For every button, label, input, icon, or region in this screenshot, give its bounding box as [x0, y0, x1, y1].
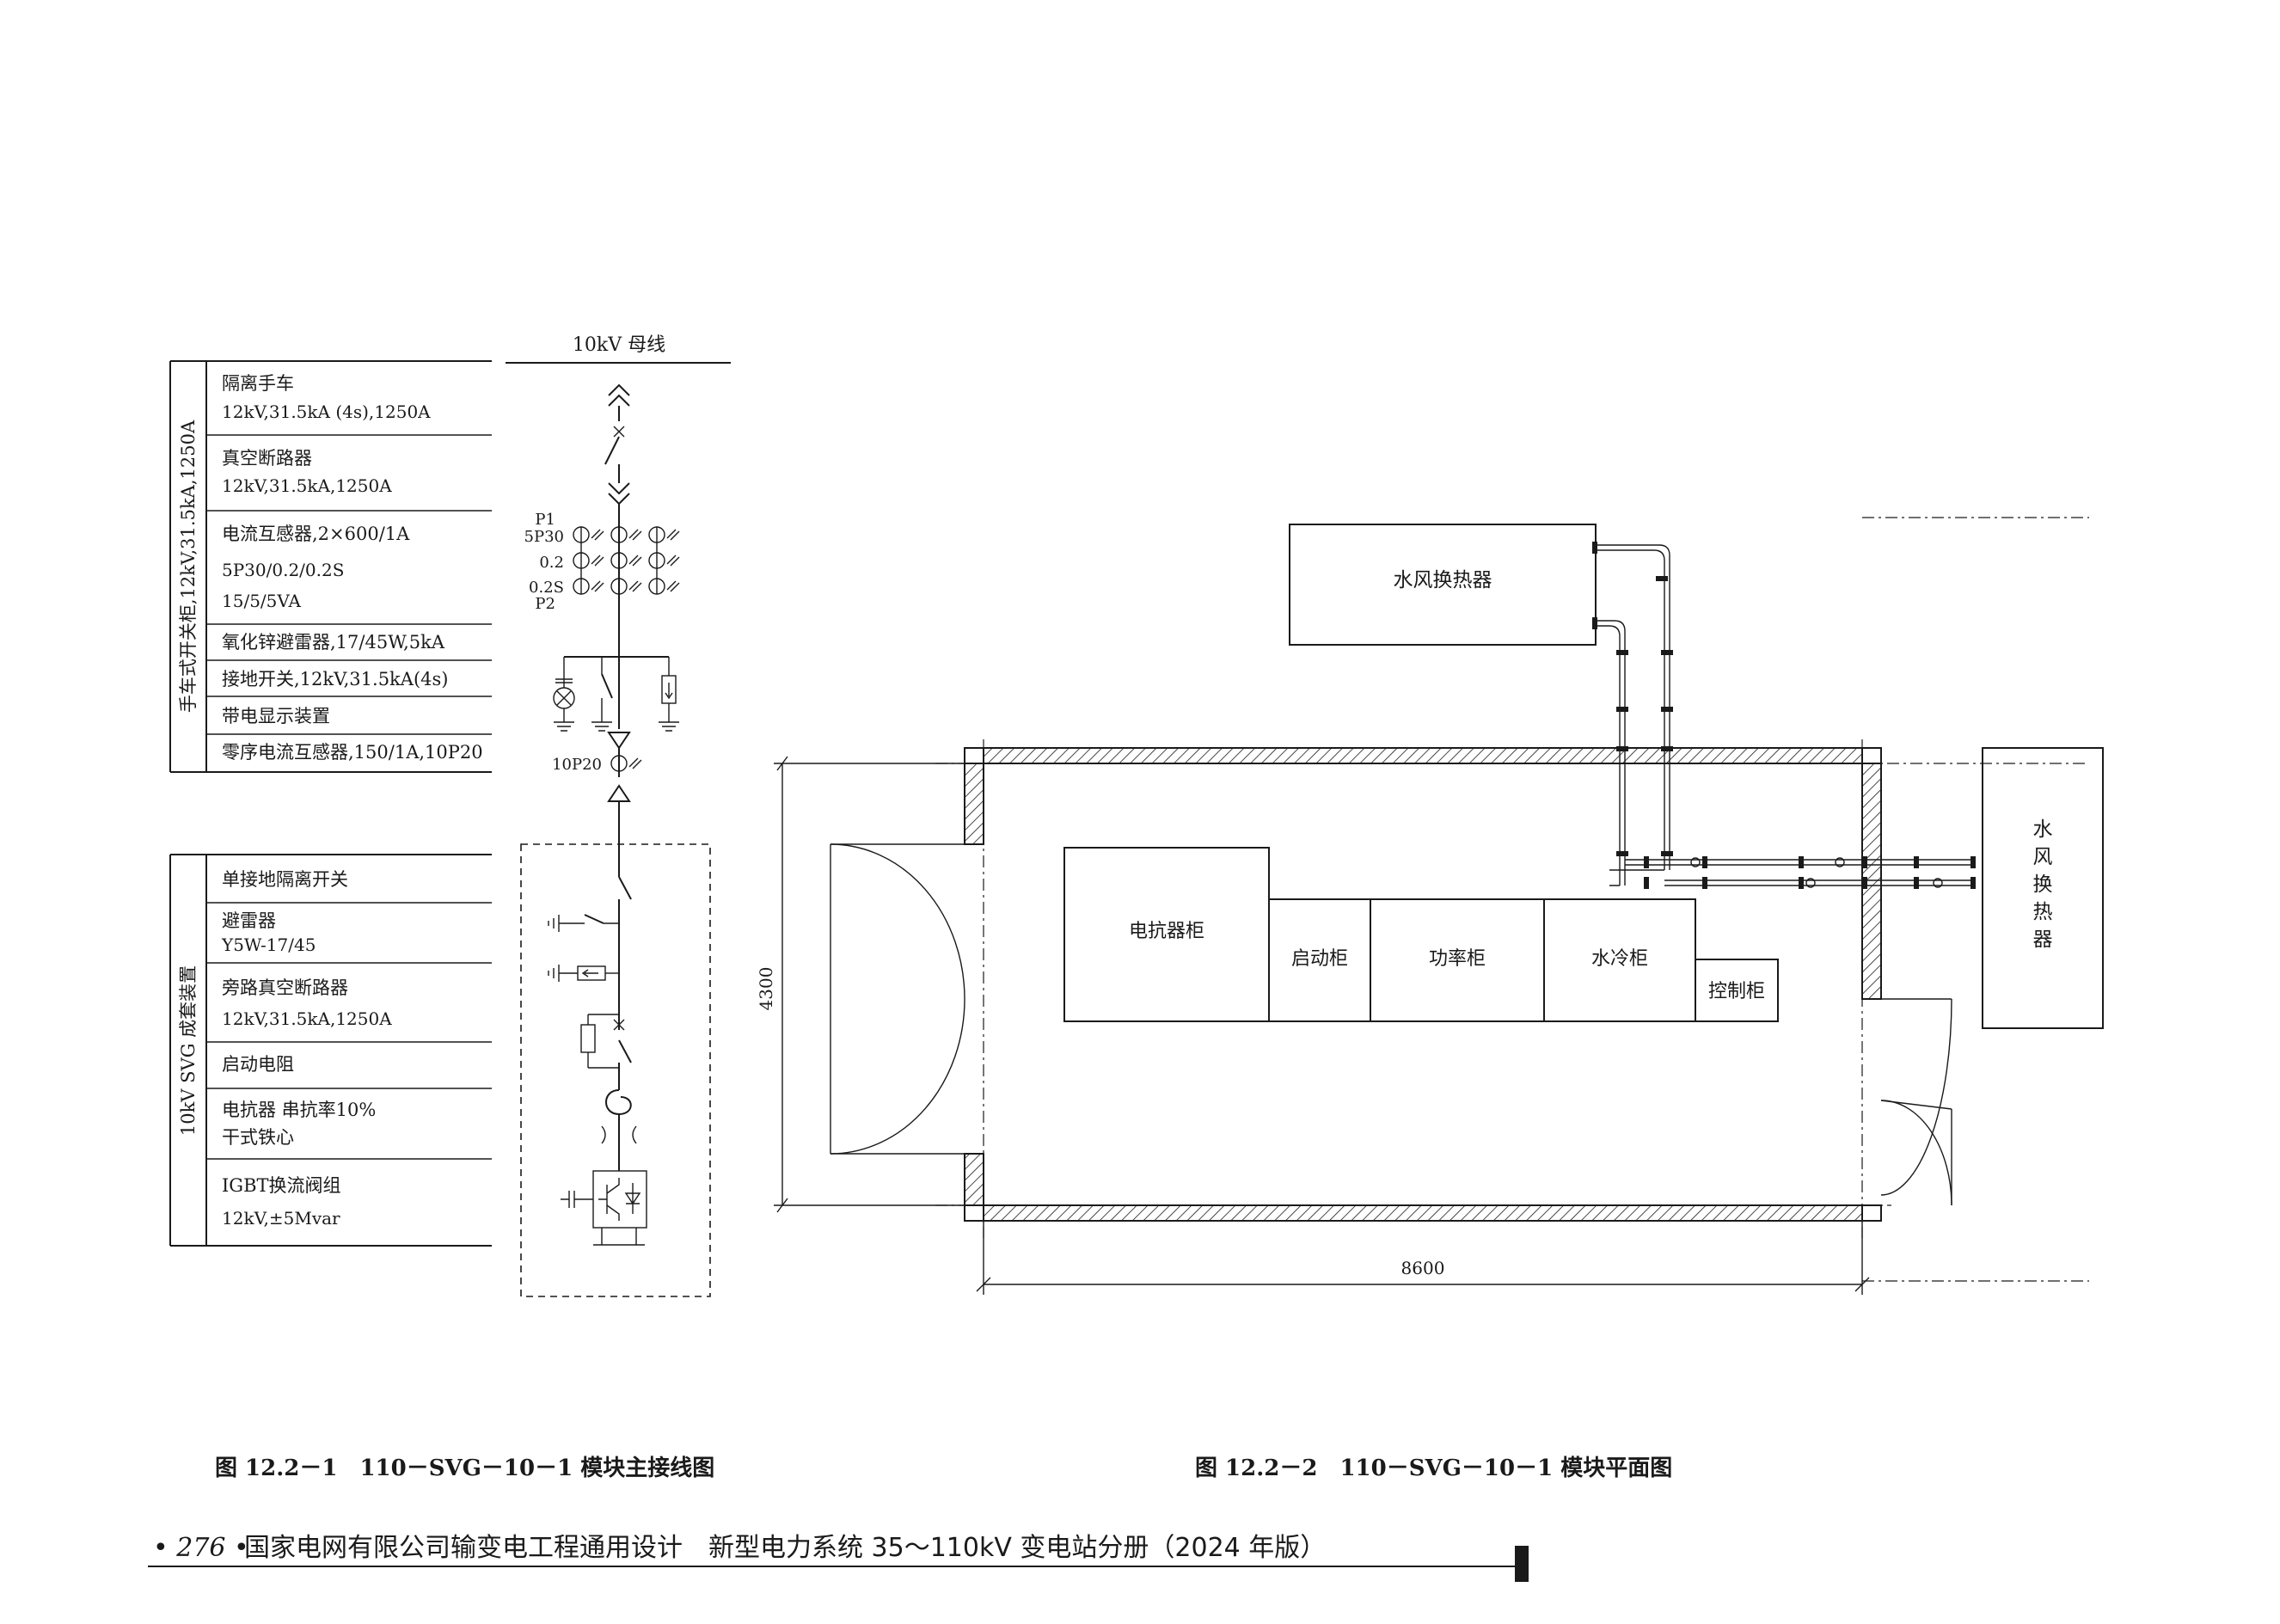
row1-2-l1: 真空断路器: [222, 448, 312, 469]
bus-label: 10kV 母线: [573, 334, 665, 356]
heat-exchanger-top-label: 水风换热器: [1394, 569, 1492, 591]
row1-1-l2: 12kV,31.5kA (4s),1250A: [222, 401, 431, 422]
table-group-1: 手车式开关柜,12kV,31.5kA,1250A 隔离手车 12kV,31.5k…: [169, 360, 492, 773]
cabinet-water-cooling-label: 水冷柜: [1591, 948, 1648, 970]
row1-5-l1: 接地开关,12kV,31.5kA(4s): [222, 669, 448, 689]
plan-view: 水风换热器 水 风 换 热 器: [756, 517, 2104, 1295]
cabinet-reactor-label: 电抗器柜: [1129, 921, 1204, 942]
ct-label-p1: P1: [535, 511, 555, 529]
group1-label: 手车式开关柜,12kV,31.5kA,1250A: [178, 420, 199, 713]
row2-1-l1: 单接地隔离开关: [222, 869, 348, 890]
right-door: [1880, 998, 1952, 1206]
cable-head-top: [607, 732, 631, 750]
zct-label: 10P20: [552, 756, 602, 774]
cabinet-power-label: 功率柜: [1429, 948, 1486, 970]
current-transformer-symbol: [573, 526, 680, 595]
vacuum-breaker-symbol: [604, 436, 620, 465]
cabinet-control: [1695, 959, 1779, 1022]
row1-4-l1: 氧化锌避雷器,17/45W,5kA: [222, 632, 445, 653]
page-number: • 276 •: [153, 1533, 249, 1563]
main-circuit: P1 5P30 0.2 0.2S P2: [520, 383, 711, 1297]
row1-2-l2: 12kV,31.5kA,1250A: [222, 475, 392, 496]
caption-fig1: 图 12.2－1 110－SVG－10－1 模块主接线图: [215, 1455, 714, 1481]
cable-head-bottom: [607, 784, 631, 802]
zero-sequence-ct-symbol: [610, 755, 628, 772]
page-footer: • 276 • 国家电网有限公司输变电工程通用设计 新型电力系统 35～110k…: [148, 1533, 1529, 1582]
row2-6-l1: IGBT换流阀组: [222, 1175, 341, 1196]
ct-label-5p30: 5P30: [524, 528, 564, 546]
row1-1-l1: 隔离手车: [222, 373, 294, 394]
heat-exchanger-right: [1982, 747, 2104, 1029]
dim-width: 8600: [1401, 1258, 1445, 1278]
row1-6-l1: 带电显示装置: [222, 706, 330, 726]
row2-3-l1: 旁路真空断路器: [222, 977, 348, 998]
dimension-lines: 4300 8600: [756, 517, 2089, 1295]
row2-5-l2: 干式铁心: [222, 1127, 294, 1148]
start-resistor-symbol: [580, 1024, 596, 1053]
row2-6-l2: 12kV,±5Mvar: [222, 1208, 340, 1229]
heat-exchanger-right-char-3: 换: [2033, 873, 2053, 896]
row2-2-l1: 避雷器: [222, 910, 276, 931]
row2-5-l1: 电抗器 串抗率10%: [222, 1100, 376, 1120]
row1-7-l1: 零序电流互感器,150/1A,10P20: [222, 742, 483, 763]
plug-in-contact-top: [608, 383, 630, 407]
left-double-door: [830, 843, 965, 1155]
earthing-switch-symbol: [601, 673, 613, 699]
ct-label-02s: 0.2S: [529, 579, 564, 597]
cabinet-start: [1268, 898, 1371, 1022]
group2-label: 10kV SVG 成套装置: [178, 965, 199, 1136]
heat-exchanger-right-char-2: 风: [2033, 846, 2053, 868]
row1-3-l3: 15/5/5VA: [222, 591, 301, 611]
disconnector-symbol: [618, 876, 632, 900]
dim-height: 4300: [756, 967, 776, 1011]
row1-3-l2: 5P30/0.2/0.2S: [222, 560, 344, 580]
svg-package-boundary: [520, 843, 711, 1297]
caption-fig2: 图 12.2－2 110－SVG－10－1 模块平面图: [1195, 1455, 1672, 1481]
bypass-breaker-symbol: [618, 1039, 632, 1063]
row2-2-l2: Y5W-17/45: [221, 935, 316, 955]
ct-label-p2: P2: [535, 595, 555, 613]
row2-4-l1: 启动电阻: [222, 1054, 294, 1075]
heat-exchanger-top: [1289, 524, 1597, 646]
heat-exchanger-right-char-5: 器: [2033, 928, 2053, 951]
cabinet-reactor: [1063, 847, 1270, 1022]
heat-exchanger-right-char-1: 水: [2033, 818, 2053, 841]
heat-exchanger-right-char-4: 热: [2033, 901, 2053, 923]
footer-marker: [1515, 1546, 1529, 1582]
reactor-symbol: [605, 1089, 632, 1116]
plug-in-contact-bottom: [608, 482, 630, 506]
cooling-pipes: [1592, 542, 1976, 889]
single-line-diagram: 10kV 母线 手车式开关柜,12kV,31.5kA,1250A 隔离手车 12…: [169, 334, 731, 1297]
ct-label-02: 0.2: [539, 554, 564, 572]
cabinet-control-label: 控制柜: [1708, 981, 1765, 1002]
cabinet-power: [1370, 898, 1545, 1022]
footer-text: 国家电网有限公司输变电工程通用设计 新型电力系统 35～110kV 变电站分册（…: [244, 1533, 1326, 1563]
table-group-2: 10kV SVG 成套装置 单接地隔离开关 避雷器 Y5W-17/45 旁路真空…: [169, 854, 492, 1247]
row1-3-l1: 电流互感器,2×600/1A: [222, 524, 410, 544]
cabinet-start-label: 启动柜: [1291, 948, 1348, 970]
container-walls: [964, 747, 1882, 1222]
row2-3-l2: 12kV,31.5kA,1250A: [222, 1008, 392, 1029]
